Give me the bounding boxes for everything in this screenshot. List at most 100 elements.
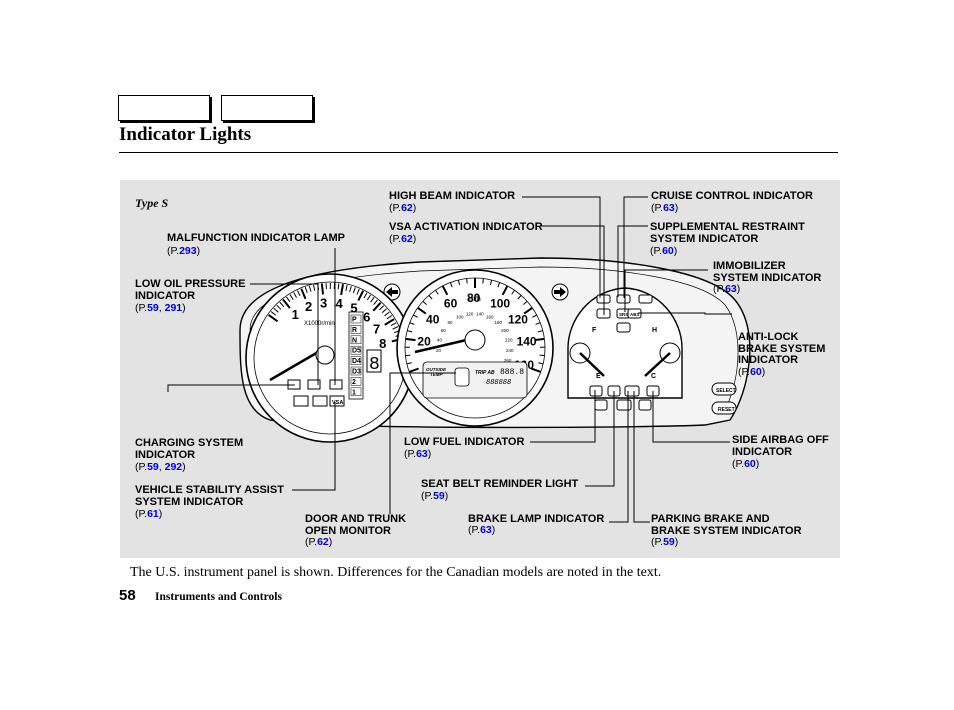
reset-knob — [711, 401, 737, 415]
fuel-empty-mark: E — [596, 373, 601, 380]
tach-tick — [273, 307, 279, 313]
tach-tick — [392, 326, 399, 330]
tach-tick — [270, 311, 277, 316]
page-link[interactable]: 62 — [317, 536, 329, 548]
kmh-number: 80 — [447, 320, 453, 325]
gear-label: 2 — [352, 379, 356, 386]
tach-unit-label: X1000r/min — [304, 321, 335, 327]
tach-tick — [345, 284, 348, 291]
speed-number: 80 — [467, 291, 481, 305]
speed-unit-label: m/h — [469, 296, 481, 303]
tach-tick — [267, 314, 279, 323]
page-link[interactable]: 293 — [179, 245, 197, 257]
tach-number: 4 — [336, 296, 344, 311]
page-link[interactable]: 59 — [147, 302, 159, 314]
label-low-fuel: LOW FUEL INDICATOR — [404, 436, 525, 448]
tach-number: 6 — [363, 309, 370, 324]
speed-tick — [497, 282, 501, 288]
label-seat-belt: SEAT BELT REMINDER LIGHT — [421, 478, 579, 490]
page-title: Indicator Lights — [119, 124, 252, 145]
nav-button-previous[interactable] — [118, 95, 210, 121]
tach-tick — [296, 290, 301, 297]
page-link[interactable]: 60 — [750, 366, 762, 378]
tach-tick — [356, 288, 360, 295]
gear-box — [350, 387, 362, 397]
tach-tick — [279, 301, 285, 308]
page-link[interactable]: 292 — [164, 461, 183, 473]
nav-button-next[interactable] — [221, 95, 313, 121]
reset-label: RESET — [718, 407, 735, 413]
temp-hot-mark: H — [652, 327, 657, 334]
tach-tick — [289, 294, 294, 300]
tach-tick — [379, 305, 385, 311]
page-link[interactable]: 63 — [663, 202, 675, 214]
page-link[interactable]: 62 — [401, 233, 413, 245]
ref-malfunction: (P.293) — [167, 245, 201, 257]
gear-label: 1 — [352, 389, 356, 396]
speed-tick — [535, 322, 541, 325]
speed-number: 60 — [444, 297, 458, 311]
label-vsa-system: VEHICLE STABILITY ASSIST SYSTEM INDICATO… — [135, 484, 284, 508]
tach-tick — [293, 292, 297, 298]
speed-tick — [408, 367, 419, 373]
page-link[interactable]: 63 — [480, 524, 492, 536]
kmh-number: 180 — [495, 320, 503, 325]
tach-tick — [312, 284, 316, 291]
gear-box — [350, 366, 362, 376]
page-link[interactable]: 59 — [433, 490, 445, 502]
select-label: SELECT — [716, 388, 736, 394]
page-link[interactable]: 60 — [744, 458, 756, 470]
tach-tick — [308, 285, 312, 292]
tach-tick — [370, 297, 375, 303]
label-cruise-control: CRUISE CONTROL INDICATOR — [651, 190, 813, 202]
page-link[interactable]: 59 — [663, 536, 675, 548]
tach-number: 7 — [373, 321, 380, 336]
label-malfunction: MALFUNCTION INDICATOR LAMP — [167, 232, 346, 244]
gear-label: D3 — [352, 369, 361, 376]
speed-tick — [511, 289, 515, 295]
speed-tick — [457, 279, 461, 285]
kmh-number: 220 — [505, 338, 513, 343]
page-link[interactable]: 61 — [147, 508, 159, 520]
gear-label: D4 — [352, 358, 361, 365]
gear-label: R — [352, 327, 357, 334]
tach-number: 3 — [320, 295, 327, 310]
leader-lines — [167, 196, 732, 523]
tach-tick — [304, 287, 308, 294]
speed-tick — [407, 330, 413, 333]
ref-brake-lamp: (P.63) — [468, 524, 496, 536]
page-link[interactable]: 60 — [662, 245, 674, 257]
kmh-number: 60 — [441, 328, 447, 333]
srs-lamp-label: SRS — [619, 312, 628, 317]
label-side-airbag: SIDE AIRBAG OFF INDICATOR — [732, 434, 829, 458]
trip-value: 888.8 — [500, 368, 524, 377]
kmh-number: 260 — [504, 358, 512, 363]
page-link[interactable]: 291 — [164, 302, 183, 314]
gear-box — [350, 345, 362, 355]
speed-tick — [501, 285, 509, 296]
page-link[interactable]: 59 — [147, 461, 159, 473]
speed-tick — [537, 330, 543, 333]
gear-digit-display: 8 — [369, 355, 380, 375]
speed-tick — [534, 337, 545, 342]
ref-vsa-system: (P.61) — [135, 508, 163, 520]
speed-tick — [539, 354, 545, 357]
tach-tick — [300, 288, 307, 300]
tach-tick — [366, 294, 371, 301]
page-link[interactable]: 63 — [725, 283, 737, 295]
label-vsa-activation: VSA ACTIVATION INDICATOR — [389, 221, 543, 233]
speed-tick — [531, 367, 542, 373]
fuel-temp-gauges: E F C H SRS ABS — [567, 287, 683, 411]
page-link[interactable]: 62 — [401, 202, 413, 214]
speed-number: 40 — [426, 312, 440, 326]
label-low-oil: LOW OIL PRESSURE INDICATOR — [135, 278, 246, 302]
speed-tick — [428, 295, 433, 300]
outside-temp-label: OUTSIDE — [426, 367, 447, 372]
variant-label: Type S — [135, 196, 169, 210]
tach-tick — [286, 296, 291, 303]
abs-lamp-label: ABS — [630, 312, 640, 317]
temp-cold-mark: C — [651, 373, 656, 380]
page-link[interactable]: 63 — [416, 448, 428, 460]
